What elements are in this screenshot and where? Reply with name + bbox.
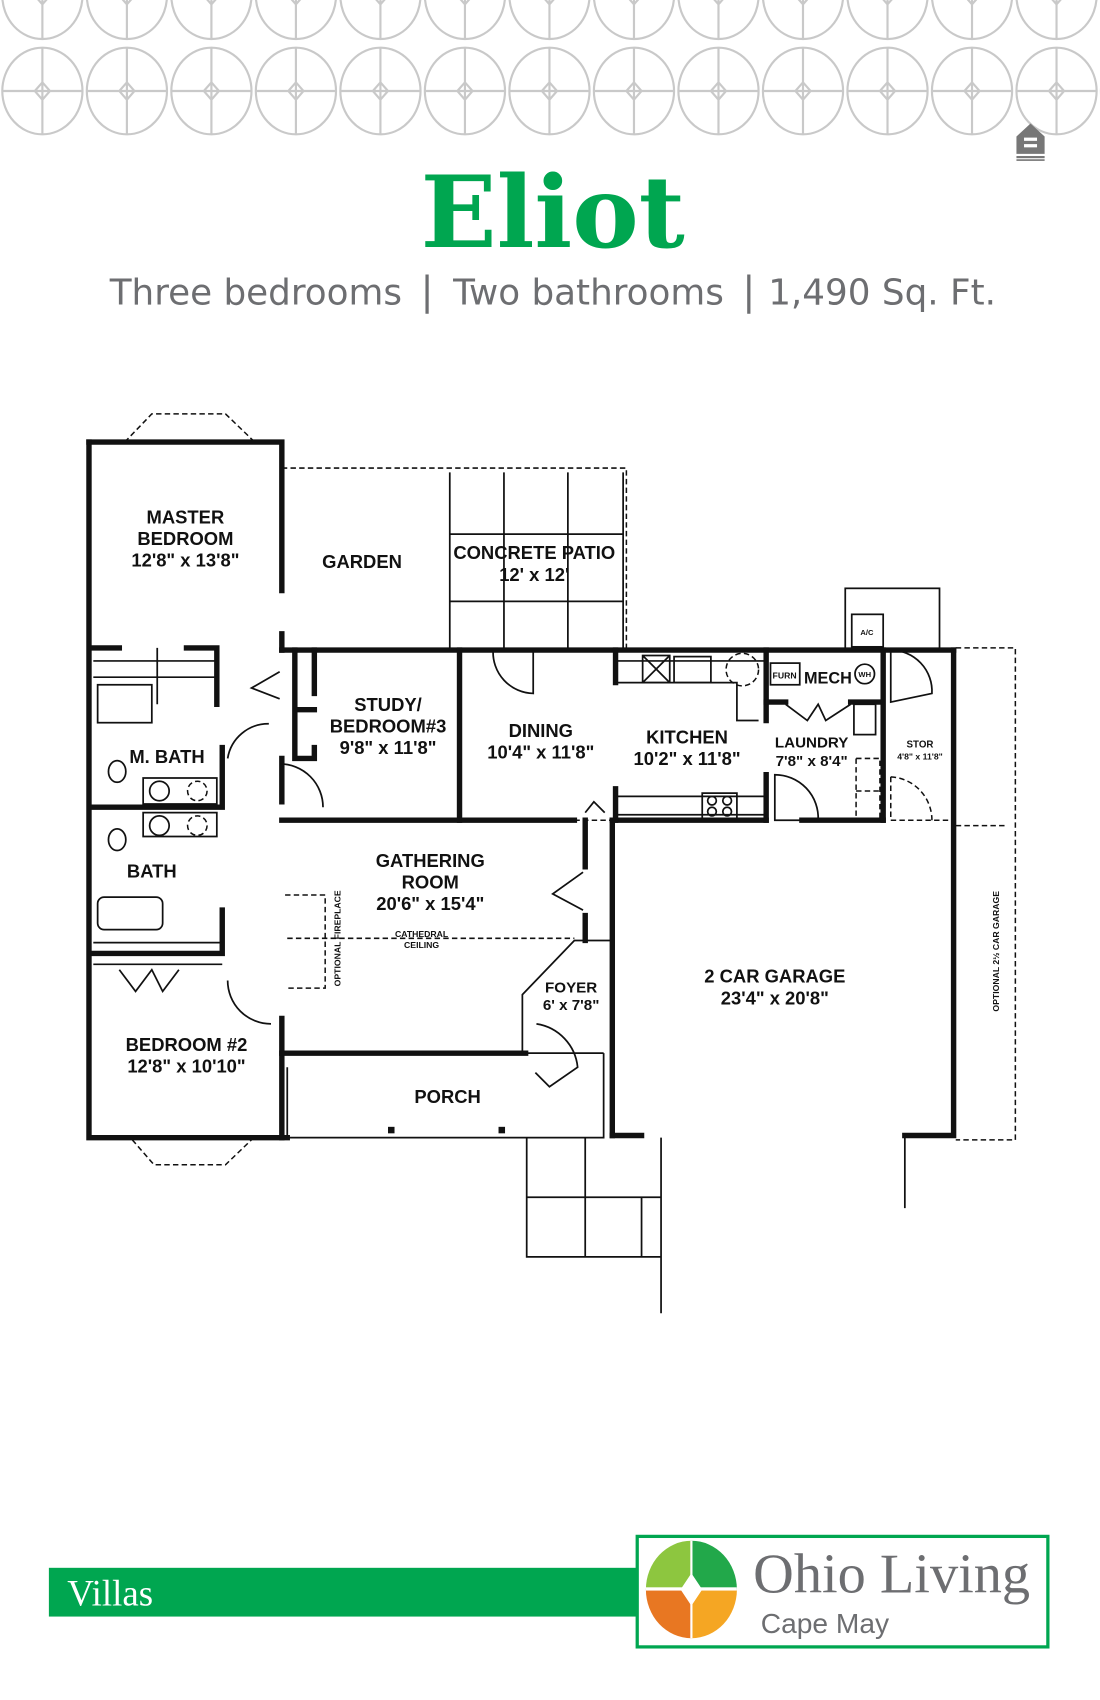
pattern-cross [340, 47, 421, 135]
water-heater-label: WH [858, 670, 871, 679]
floor-plan: FURN WH A/C MASTER BEDROOM 12'8" x 13'8"… [86, 413, 1017, 1314]
pattern-cross [797, 0, 809, 40]
pattern-cross [593, 47, 675, 135]
square-footage: 1,490 Sq. Ft. [768, 272, 996, 313]
bedroom-2-label: BEDROOM #2 [126, 1034, 248, 1055]
master-bedroom-label: BEDROOM [137, 528, 233, 549]
pattern-cross [847, 47, 928, 135]
pattern-cross [290, 0, 302, 40]
villas-label: Villas [67, 1573, 153, 1614]
furnace-label: FURN [773, 670, 797, 680]
pattern-cross [206, 0, 217, 40]
kitchen-size: 10'2" x 11'8" [634, 748, 741, 769]
gathering-room-label: ROOM [402, 871, 459, 892]
laundry-size: 7'8" x 8'4" [776, 753, 848, 770]
pattern-cross [966, 0, 978, 40]
equal-housing-opportunity-icon [1016, 123, 1045, 161]
pattern-cross [713, 0, 724, 40]
master-bedroom-label: MASTER [147, 506, 225, 527]
page-title: Eliot [421, 153, 685, 271]
storage-label: STOR [907, 740, 934, 751]
pattern-cross [375, 0, 386, 40]
pattern-cross [86, 47, 167, 135]
dining-label: DINING [509, 720, 573, 741]
study-label: STUDY/ [354, 694, 422, 715]
pattern-cross [171, 47, 252, 135]
subtitle: Three bedrooms | Two bathrooms | 1,490 S… [109, 269, 996, 314]
pattern-cross [931, 47, 1013, 135]
storage-size: 4'8" x 11'8" [897, 752, 943, 762]
master-bedroom-size: 12'8" x 13'8" [131, 550, 239, 571]
study-size: 9'8" x 11'8" [340, 737, 437, 758]
gathering-room-label: GATHERING [376, 850, 485, 871]
foyer-label: FOYER [545, 979, 597, 996]
pattern-cross [1051, 0, 1062, 40]
bedroom-2-size: 12'8" x 10'10" [127, 1056, 245, 1077]
pattern-cross [37, 0, 48, 40]
garage-size: 23'4" x 20'8" [721, 987, 829, 1008]
pattern-cross [509, 47, 590, 135]
bath-label: BATH [127, 861, 177, 882]
optional-fireplace-label: OPTIONAL FIREPLACE [332, 890, 342, 986]
study-label: BEDROOM#3 [330, 715, 447, 736]
porch-label: PORCH [414, 1086, 480, 1107]
cathedral-ceiling-label: CEILING [404, 940, 439, 950]
separator: | [742, 269, 755, 314]
pattern-cross [424, 47, 506, 135]
pattern-cross [762, 47, 844, 135]
master-bath-label: M. BATH [129, 746, 204, 767]
garage-label: 2 CAR GARAGE [704, 966, 845, 987]
location-name: Cape May [761, 1607, 890, 1639]
kitchen-label: KITCHEN [646, 726, 728, 747]
brand-name: Ohio Living [753, 1544, 1030, 1606]
optional-garage-label: OPTIONAL 2½ CAR GARAGE [991, 891, 1001, 1012]
ac-label: A/C [860, 628, 874, 637]
decorative-pattern [1, 0, 1100, 136]
pattern-cross [459, 0, 471, 40]
ohio-living-logo: Ohio Living Cape May [635, 1534, 1050, 1649]
pattern-cross [255, 47, 337, 135]
patio-label: CONCRETE PATIO [453, 542, 615, 563]
bathrooms-count: Two bathrooms [452, 272, 724, 313]
laundry-label: LAUNDRY [775, 735, 849, 752]
pattern-cross [121, 0, 133, 40]
pattern-cross [882, 0, 893, 40]
cathedral-ceiling-label: CATHEDRAL [395, 929, 449, 939]
pattern-cross [1016, 47, 1097, 135]
pattern-cross [2, 47, 83, 135]
dining-size: 10'4" x 11'8" [487, 741, 594, 762]
mech-label: MECH [804, 670, 852, 688]
garden-label: GARDEN [322, 551, 402, 572]
gathering-room-size: 20'6" x 15'4" [376, 893, 484, 914]
villas-banner [48, 1567, 640, 1617]
patio-size: 12' x 12' [499, 564, 569, 585]
foyer-size: 6' x 7'8" [543, 997, 600, 1014]
separator: | [420, 269, 433, 314]
pattern-cross [628, 0, 640, 40]
pattern-cross [678, 47, 759, 135]
bedrooms-count: Three bedrooms [109, 272, 402, 313]
pattern-cross [544, 0, 555, 40]
